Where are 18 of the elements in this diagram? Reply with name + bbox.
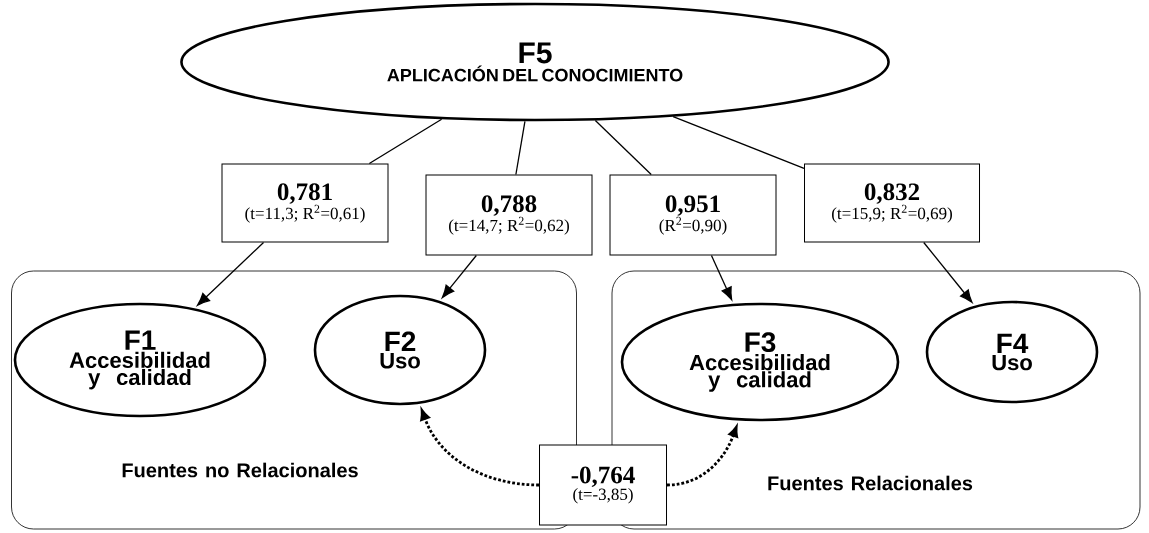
ellipse-node: F4 Uso (925, 300, 1099, 404)
connector-line (594, 119, 652, 176)
ellipse-node: F2 Uso (313, 294, 487, 406)
coefficient-box: 0,832 (t=15,9; R$^{2}$=0,69) (804, 163, 980, 243)
coefficient-box: 0,788 (t=14,7; R$^{2}$=0,62) (425, 174, 593, 256)
arrow (710, 254, 733, 301)
arrow (441, 254, 477, 298)
connector-line (515, 120, 526, 176)
ellipse-node: F5 APLICACIÓN DEL CONOCIMIENTO (180, 2, 890, 122)
coefficient-box: 0,951 (R$^{2}$=0,90) (609, 174, 777, 256)
connector-line (672, 115, 805, 169)
arrow (923, 241, 973, 303)
arrow (197, 241, 265, 306)
ellipse-node: F3 Accesibilidad y calidad (620, 302, 900, 422)
coefficient-box: -0,764 (t=-3,85) (539, 444, 667, 526)
connector-line (368, 118, 443, 165)
ellipse-node: F1 Accesibilidad y calidad (13, 302, 267, 418)
coefficient-box: 0,781 (t=11,3; R$^{2}$=0,61) (221, 163, 389, 243)
